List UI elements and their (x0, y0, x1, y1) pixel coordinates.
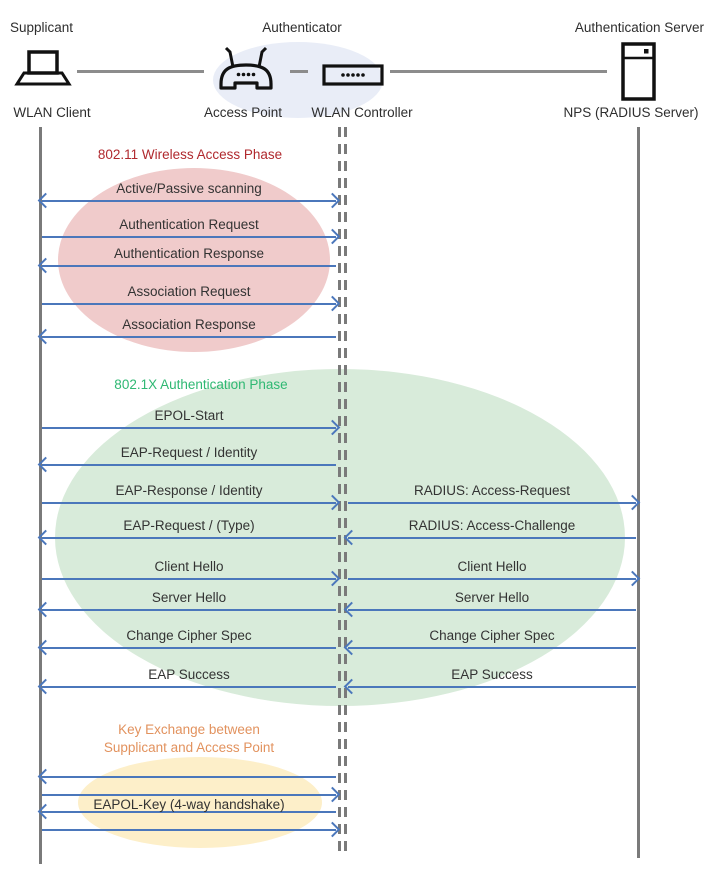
message-label: Client Hello (154, 559, 224, 574)
message-arrow (42, 494, 341, 511)
laptop-icon (14, 50, 72, 86)
message-label: Server Hello (151, 590, 227, 605)
authenticator-lifeline-dashed-2 (344, 127, 347, 853)
message-arrow (42, 821, 341, 838)
message-arrow (343, 678, 636, 695)
message-arrow (37, 803, 336, 820)
message-label: Active/Passive scanning (116, 181, 262, 196)
wireless-access-phase-title: 802.11 Wireless Access Phase (97, 147, 283, 162)
message-arrow (42, 295, 341, 312)
message-label: EAP-Request / (Type) (123, 518, 255, 533)
key-exchange-phase-title: Key Exchange between Supplicant and Acce… (104, 721, 274, 757)
message-label: EAP-Request / Identity (120, 445, 258, 460)
supplicant-lifeline (39, 127, 42, 864)
message-arrow (42, 228, 341, 245)
authenticator-group-ellipse (213, 42, 383, 118)
message-label: Authentication Request (119, 217, 259, 232)
message-arrow (42, 786, 341, 803)
message-label: EAPOL-Key (4-way handshake) (93, 797, 285, 812)
access-point-icon (219, 46, 273, 90)
message-arrow (343, 601, 636, 618)
message-arrow (348, 570, 641, 587)
authenticator-lifeline-dashed-1 (338, 127, 341, 853)
message-arrow (37, 639, 336, 656)
message-arrow (42, 419, 341, 436)
key-exchange-phase-ellipse (78, 757, 322, 848)
wlan-controller-icon (322, 64, 384, 86)
device-wlan-client-label: WLAN Client (13, 105, 91, 120)
message-arrow (37, 529, 336, 546)
connector-controller-to-server (390, 70, 607, 73)
message-arrow (37, 601, 336, 618)
message-arrow (37, 192, 341, 209)
wireless-access-phase-ellipse (58, 168, 330, 352)
message-arrow (37, 456, 336, 473)
message-label: Association Request (127, 284, 251, 299)
message-arrow (42, 570, 341, 587)
authentication-server-lifeline (637, 127, 640, 858)
connector-client-to-ap (77, 70, 204, 73)
role-authenticator-label: Authenticator (262, 20, 342, 35)
message-label: Association Response (122, 317, 256, 332)
message-label: EAP Success (451, 667, 533, 682)
message-arrow (37, 328, 336, 345)
message-label: RADIUS: Access-Challenge (408, 518, 576, 533)
message-arrow (37, 257, 336, 274)
authentication-phase-title: 802.1X Authentication Phase (114, 377, 288, 392)
message-label: Server Hello (454, 590, 530, 605)
message-arrow (343, 639, 636, 656)
device-nps-radius-server-label: NPS (RADIUS Server) (563, 105, 699, 120)
key-exchange-phase-title-line2: Supplicant and Access Point (103, 740, 275, 755)
message-label: RADIUS: Access-Request (413, 483, 571, 498)
message-label: Change Cipher Spec (126, 628, 252, 643)
server-icon (621, 42, 656, 101)
message-label: EPOL-Start (154, 408, 224, 423)
message-arrow (37, 768, 336, 785)
message-label: EAP-Response / Identity (115, 483, 263, 498)
message-arrow (348, 494, 641, 511)
role-authentication-server-label: Authentication Server (574, 20, 704, 35)
connector-ap-to-controller (290, 70, 308, 73)
message-label: Authentication Response (113, 246, 265, 261)
message-arrow (343, 529, 636, 546)
message-label: EAP Success (148, 667, 230, 682)
role-supplicant-label: Supplicant (10, 20, 74, 35)
message-label: Client Hello (457, 559, 527, 574)
message-arrow (37, 678, 336, 695)
message-label: Change Cipher Spec (429, 628, 555, 643)
key-exchange-phase-title-line1: Key Exchange between (118, 722, 260, 737)
device-access-point-label: Access Point (203, 105, 283, 120)
device-wlan-controller-label: WLAN Controller (311, 105, 413, 120)
